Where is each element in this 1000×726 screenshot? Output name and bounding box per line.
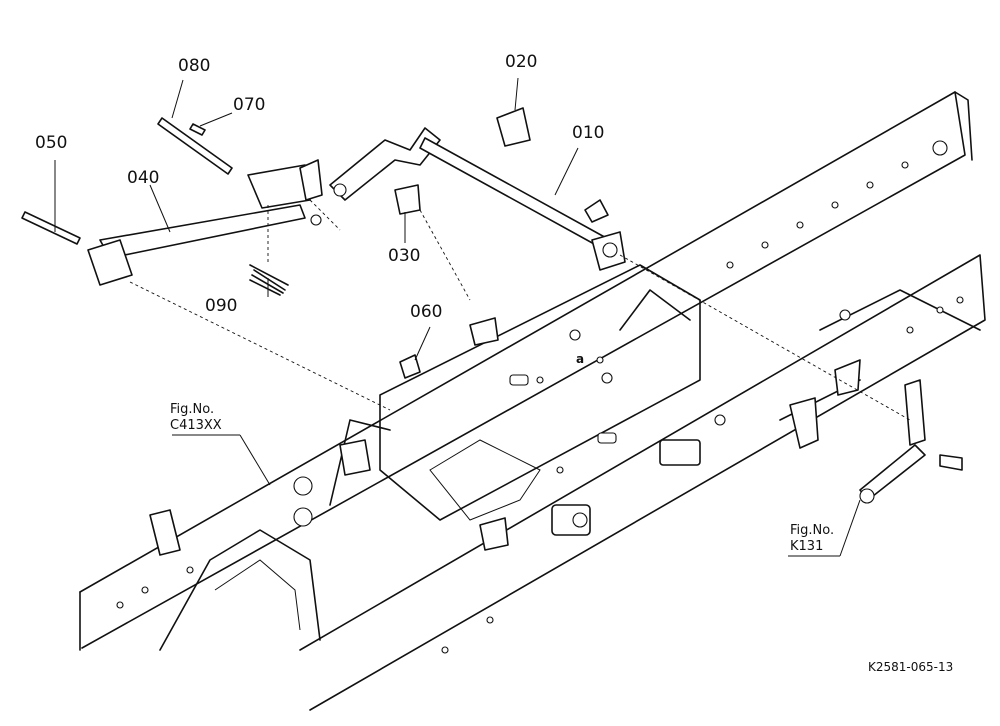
leader-lines (54, 77, 911, 557)
callout-070: 070 (233, 95, 266, 115)
fig-ref-number: C413XX (170, 418, 222, 434)
chassis-frame (79, 91, 986, 711)
callout-050: 050 (35, 133, 68, 153)
part-060-clip (399, 354, 421, 379)
callout-010: 010 (572, 123, 605, 143)
marker-a: a (576, 352, 585, 366)
linkage-assembly (859, 379, 963, 504)
fig-ref-label: Fig.No. (790, 523, 835, 538)
part-070-pin (189, 123, 206, 136)
part-040-lever (87, 159, 323, 286)
callout-090: 090 (205, 296, 238, 316)
part-030-bushing (394, 184, 421, 215)
callout-030: 030 (388, 246, 421, 266)
part-080-pin (157, 117, 233, 175)
part-010-shaft (329, 127, 626, 271)
drawing-code: K2581-065-13 (868, 660, 954, 674)
fig-ref-label: Fig.No. (170, 402, 215, 417)
callout-080: 080 (178, 56, 211, 76)
fig-ref-number: K131 (790, 539, 824, 555)
fig-ref-k131: Fig.No. K131 (790, 523, 834, 556)
callout-040: 040 (127, 168, 160, 188)
part-050-pin (21, 211, 81, 245)
part-090-spring (249, 264, 289, 296)
callout-060: 060 (410, 302, 443, 322)
callout-020: 020 (505, 52, 538, 72)
fig-ref-c413xx: Fig.No. C413XX (170, 402, 222, 435)
part-020-bushing (496, 107, 531, 147)
